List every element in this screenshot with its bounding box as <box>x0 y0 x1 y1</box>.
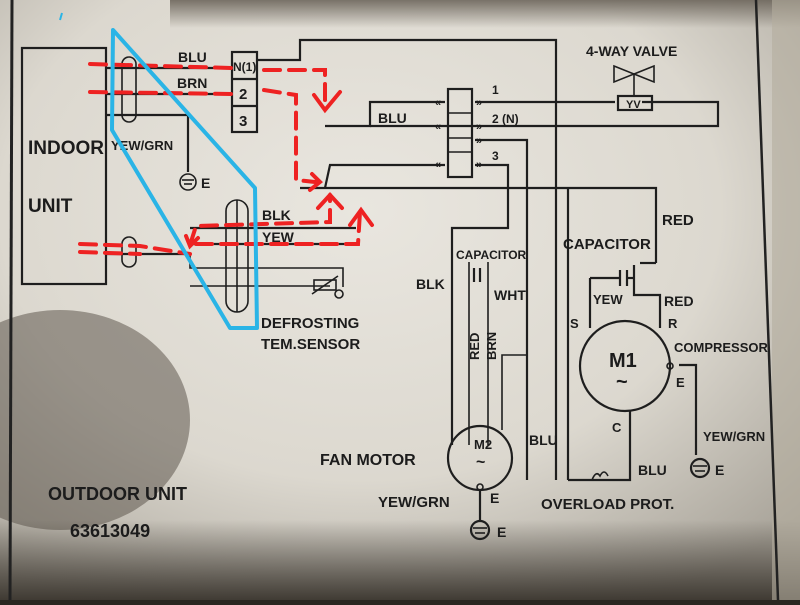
main-wiring <box>257 38 720 482</box>
hand-shadow <box>0 310 190 530</box>
fan-motor-name: M2 <box>474 437 492 452</box>
wire-label-red-fan: RED <box>467 333 482 360</box>
connector-label-3: 3 <box>492 149 499 163</box>
overload-label: OVERLOAD PROT. <box>541 496 674 513</box>
comp-capacitor-label: CAPACITOR <box>563 236 651 253</box>
compressor-e-label: E <box>676 375 685 390</box>
top-shadow <box>170 0 800 28</box>
svg-text:»: » <box>476 159 482 171</box>
terminal-block <box>230 50 259 134</box>
wire-label-yew-grn-fan: YEW/GRN <box>378 494 450 511</box>
outdoor-unit-label: OUTDOOR UNIT <box>48 484 187 504</box>
fan-motor-symbol: ~ <box>476 454 485 471</box>
fan-capacitor-label: CAPACITOR <box>456 248 527 262</box>
compressor-r-label: R <box>668 316 678 331</box>
fan-capacitor-icon <box>472 268 482 282</box>
wire-label-red-top: RED <box>662 212 694 229</box>
terminal-n1: N(1) <box>233 60 256 74</box>
wire-label-blk-sensor: BLK <box>262 207 291 223</box>
svg-text:«: « <box>435 121 441 133</box>
outdoor-unit-code: 63613049 <box>70 521 150 541</box>
wire-label-yew-comp: YEW <box>593 292 623 307</box>
svg-text:«: « <box>435 97 441 109</box>
compressor-label: COMPRESSOR <box>674 340 769 355</box>
right-edge <box>772 0 800 600</box>
earth-label-compressor: E <box>715 462 724 478</box>
wire-label-blu-mid: BLU <box>378 110 407 126</box>
four-way-valve-label: 4-WAY VALVE <box>586 43 677 59</box>
svg-text:»: » <box>476 97 482 109</box>
connector-label-2n: 2 (N) <box>492 112 519 126</box>
valve-coil-label: YV <box>626 99 641 111</box>
compressor-c-label: C <box>612 420 622 435</box>
svg-text:»: » <box>476 121 482 133</box>
wire-label-yew-sensor: YEW <box>262 229 295 245</box>
wire-label-blk-fan: BLK <box>416 276 445 292</box>
earth-label-indoor: E <box>201 175 210 191</box>
svg-text:»: » <box>476 135 482 147</box>
earth-icon-indoor <box>179 173 197 191</box>
fan-motor-icon <box>446 424 514 520</box>
fan-motor-e-label: E <box>490 490 499 506</box>
svg-text:«: « <box>435 159 441 171</box>
sensor-label-line2: TEM.SENSOR <box>261 336 360 353</box>
connector-block: « » « » » « » <box>435 87 482 179</box>
blue-mark <box>59 12 63 21</box>
valve-icon <box>613 64 655 112</box>
fan-motor-label: FAN MOTOR <box>320 452 416 469</box>
compressor-symbol: ~ <box>616 371 628 393</box>
wire-label-wht-fan: WHT <box>494 287 526 303</box>
overload-protector-icon <box>591 471 609 481</box>
wire-label-yew-grn-comp: YEW/GRN <box>703 429 765 444</box>
indoor-unit-label-line2: UNIT <box>28 196 73 217</box>
wire-label-blu-top: BLU <box>178 49 207 65</box>
earth-label-fan: E <box>497 524 506 540</box>
wire-label-brn-fan: BRN <box>484 332 499 360</box>
earth-icon-fan <box>469 519 491 541</box>
wire-label-blu-left-comp: BLU <box>529 432 558 448</box>
compressor-icon <box>578 319 674 430</box>
compressor-name: M1 <box>609 350 637 372</box>
compressor-s-label: S <box>570 316 579 331</box>
left-frame-line <box>8 0 14 601</box>
ferrite-core-top <box>121 56 137 123</box>
wire-label-yew-grn-indoor: YEW/GRN <box>111 138 173 153</box>
terminal-3: 3 <box>239 113 247 130</box>
thermistor-icon <box>311 275 344 299</box>
connector-label-1: 1 <box>492 83 499 97</box>
blue-outline-annotation <box>110 28 259 330</box>
wire-label-blu-overload: BLU <box>638 462 667 478</box>
indoor-unit-box <box>20 46 108 286</box>
sensor-label-line1: DEFROSTING <box>261 315 359 332</box>
indoor-unit-label-line1: INDOOR <box>28 138 104 159</box>
right-frame-line <box>754 0 780 601</box>
comp-capacitor-icon <box>618 270 634 286</box>
earth-icon-compressor <box>689 457 711 479</box>
bottom-shadow <box>0 520 800 600</box>
wire-label-brn-top: BRN <box>177 75 207 91</box>
wire-label-red-comp: RED <box>664 293 694 309</box>
terminal-2: 2 <box>239 86 247 103</box>
